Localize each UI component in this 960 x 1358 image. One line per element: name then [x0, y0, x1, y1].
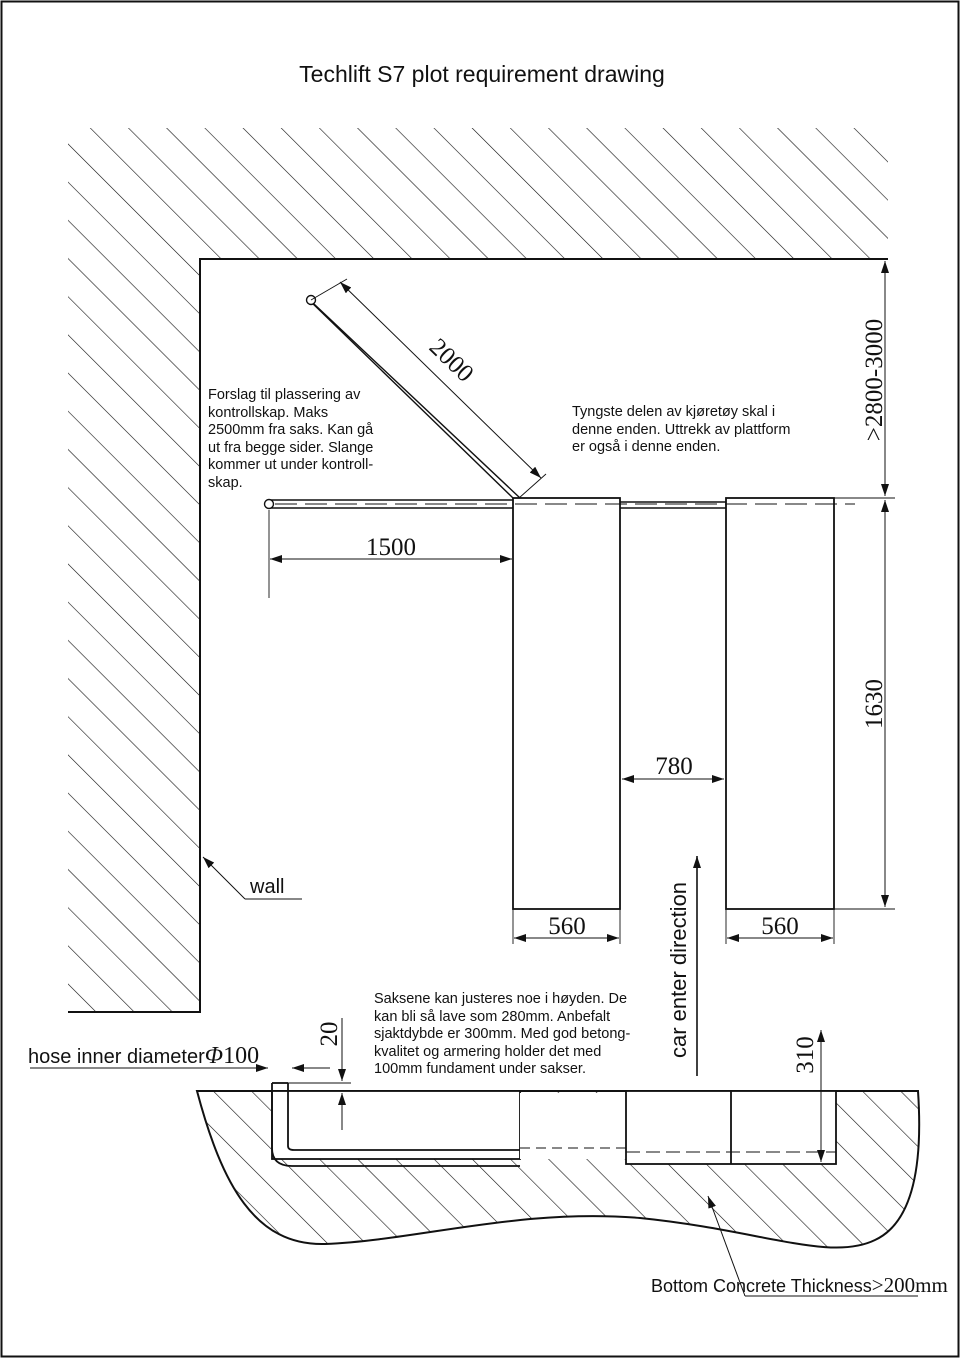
wall-inner-edge — [68, 258, 888, 1013]
wall-hatch — [68, 128, 888, 1012]
arm-pivot-left — [263, 498, 275, 510]
dim-ceiling-height-label: >2800-3000 — [861, 319, 888, 441]
hose-channel — [271, 1083, 520, 1167]
hose-label: hose inner diameterΦ100 — [28, 1043, 259, 1069]
note-control-box: Forslag til plassering av kontrollskap. … — [208, 387, 374, 491]
dim-pit-depth-label: 310 — [792, 1036, 819, 1074]
dim-hose-offset-label: 20 — [316, 1022, 343, 1047]
wall-label: wall — [249, 876, 284, 898]
platform-left — [512, 497, 621, 910]
note-height-adjust: Saksene kan justeres noe i høyden. De ka… — [374, 991, 631, 1078]
dim-arm-length — [339, 281, 542, 479]
dim-arm-length-label: 2000 — [424, 334, 479, 388]
dim-arm-reach-label: 1500 — [366, 534, 416, 561]
dim-platform-gap-label: 780 — [655, 753, 693, 780]
dim-platform-length-label: 1630 — [861, 679, 888, 729]
concrete-leader — [707, 1195, 746, 1297]
pit-center-gap — [520, 1093, 626, 1159]
car-direction-label: car enter direction — [666, 882, 691, 1058]
concrete-label: Bottom Concrete Thickness>200mm — [651, 1273, 948, 1297]
pit-left — [271, 1090, 521, 1160]
platform-right — [725, 497, 835, 910]
dim-platform-width-right-label: 560 — [761, 913, 799, 940]
page-title: Techlift S7 plot requirement drawing — [299, 61, 665, 87]
dim-platform-width-left-label: 560 — [548, 913, 586, 940]
note-heavy-end: Tyngste delen av kjøretøy skal i denne e… — [572, 404, 791, 456]
